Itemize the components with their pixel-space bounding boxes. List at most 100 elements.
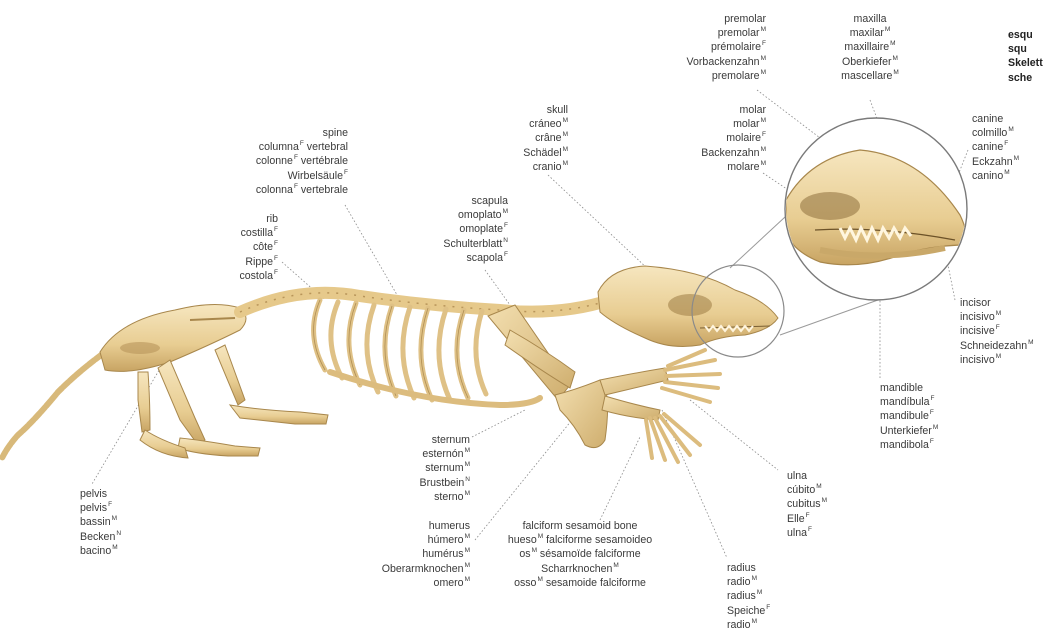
molar-term-0: molar <box>660 103 766 117</box>
skeleton-term-2: Skelett <box>1008 56 1049 70</box>
gender-marker: M <box>996 310 1001 317</box>
term-text: premolar <box>718 27 760 39</box>
maxilla-term-2: maxillaireM <box>820 40 920 54</box>
fore-paws <box>646 350 720 462</box>
radius-term-4: radioM <box>727 618 807 632</box>
incisor-term-1: incisivoM <box>960 310 1049 324</box>
gender-marker: M <box>563 146 568 153</box>
term-text: molar <box>740 104 767 116</box>
term-text: sternum <box>425 462 463 474</box>
scapula-term-0: scapula <box>400 194 508 208</box>
gender-marker: M <box>885 26 890 33</box>
spine-term-3: WirbelsäuleF <box>220 169 348 183</box>
gender-marker: M <box>112 544 117 551</box>
gender-marker: M <box>996 353 1001 360</box>
humerus-term-0: humerus <box>350 519 470 533</box>
radius-term-2: radiusM <box>727 589 807 603</box>
term-text: Skelett <box>1008 57 1043 69</box>
term-text: mandíbula <box>880 396 929 408</box>
term-text: humérus <box>422 548 463 560</box>
gender-marker: M <box>761 26 766 33</box>
term-text: radius <box>727 562 756 574</box>
term-text: cúbito <box>787 484 815 496</box>
term-text: sternum <box>432 434 470 446</box>
premolar-term-2: prémolaireF <box>640 40 766 54</box>
molar-label: molarmolarMmolaireFBackenzahnMmolareM <box>660 103 766 174</box>
term-text: costola <box>239 270 273 282</box>
term-text: canine <box>972 113 1003 125</box>
pelvis-term-3: BeckenN <box>80 530 170 544</box>
rib-term-3: RippeF <box>200 255 278 269</box>
term-text: radio <box>727 619 751 631</box>
rib-term-2: côteF <box>200 240 278 254</box>
falciform-term-2: osM sésamoïde falciforme <box>480 547 680 561</box>
gender-marker: F <box>930 438 934 445</box>
term-suffix: vertebrale <box>298 184 348 196</box>
skeleton-heading: esqusquSkelettsche <box>1008 28 1049 85</box>
gender-marker: N <box>503 237 508 244</box>
radius-term-0: radius <box>727 561 807 575</box>
gender-marker: F <box>274 255 278 262</box>
gender-marker: M <box>465 547 470 554</box>
gender-marker: M <box>1028 339 1033 346</box>
gender-marker: M <box>761 117 766 124</box>
gender-marker: F <box>808 526 812 533</box>
mandible-term-2: mandibuleF <box>880 409 972 423</box>
humerus-term-2: humérusM <box>350 547 470 561</box>
term-text: falciform sesamoid bone <box>523 520 638 532</box>
term-text: maxilar <box>850 27 884 39</box>
term-text: húmero <box>428 534 464 546</box>
canine-term-2: canineF <box>972 140 1048 154</box>
spine-term-1: columnaF vertebral <box>220 140 348 154</box>
term-text: Backenzahn <box>701 147 759 159</box>
sternum-label: sternumesternónMsternumMBrustbeinNsterno… <box>380 433 470 504</box>
term-text: Schädel <box>523 147 561 159</box>
term-text: spine <box>323 127 348 139</box>
canine-term-4: caninoM <box>972 169 1048 183</box>
term-text: omoplate <box>459 223 503 235</box>
gender-marker: M <box>752 618 757 625</box>
maxilla-term-1: maxilarM <box>820 26 920 40</box>
gender-marker: M <box>465 490 470 497</box>
gender-marker: M <box>761 146 766 153</box>
term-text: esqu <box>1008 29 1033 41</box>
term-text: molare <box>727 161 759 173</box>
rib-label: ribcostillaFcôteFRippeFcostolaF <box>200 212 278 283</box>
sternum-term-1: esternónM <box>380 447 470 461</box>
term-text: costilla <box>241 227 273 239</box>
gender-marker: M <box>613 562 618 569</box>
term-text: premolare <box>712 70 760 82</box>
term-text: Wirbelsäule <box>288 170 343 182</box>
scapula-term-1: omoplatoM <box>400 208 508 222</box>
term-text: crâne <box>535 132 562 144</box>
term-text: mandible <box>880 382 923 394</box>
canine-label: caninecolmilloMcanineFEckzahnMcaninoM <box>972 112 1048 183</box>
term-text: mascellare <box>841 70 892 82</box>
term-text: colonna <box>256 184 293 196</box>
term-text: incisivo <box>960 354 995 366</box>
gender-marker: F <box>274 226 278 233</box>
gender-marker: M <box>1004 169 1009 176</box>
incisor-term-2: incisiveF <box>960 324 1049 338</box>
term-text: prémolaire <box>711 41 761 53</box>
term-text: hueso <box>508 534 537 546</box>
radius-label: radiusradioMradiusMSpeicheFradioM <box>727 561 807 632</box>
term-text: omoplato <box>458 209 502 221</box>
gender-marker: M <box>563 117 568 124</box>
term-text: canino <box>972 170 1003 182</box>
pelvis-term-2: bassinM <box>80 515 170 529</box>
gender-marker: F <box>996 324 1000 331</box>
tail <box>2 350 108 458</box>
term-text: os <box>519 548 530 560</box>
term-text: molar <box>733 118 760 130</box>
falciform-term-0: falciform sesamoid bone <box>480 519 680 533</box>
gender-marker: M <box>893 55 898 62</box>
pelvis-term-1: pelvisF <box>80 501 170 515</box>
maxilla-term-3: OberkieferM <box>820 55 920 69</box>
gender-marker: M <box>465 562 470 569</box>
term-text: côte <box>253 241 273 253</box>
incisor-term-3: SchneidezahnM <box>960 339 1049 353</box>
